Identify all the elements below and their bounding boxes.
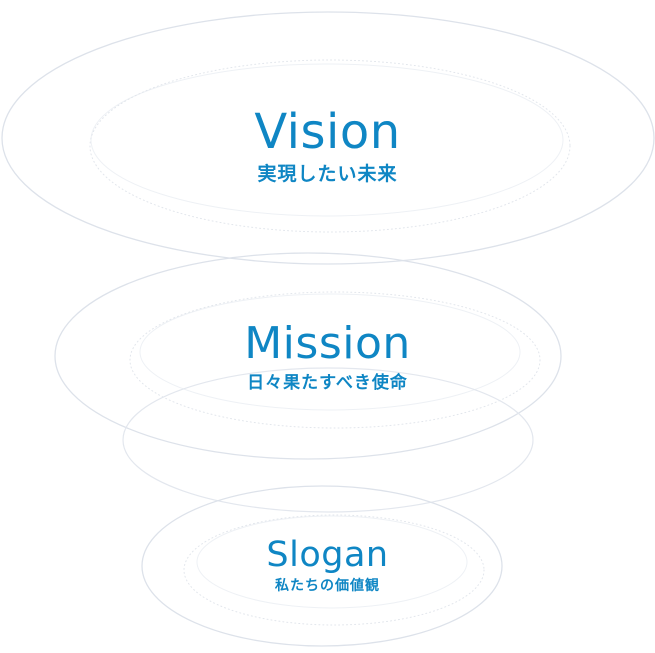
slogan-tier: Slogan 私たちの価値観 [0,535,655,594]
slogan-subtitle: 私たちの価値観 [275,578,380,594]
vision-subtitle: 実現したい未来 [257,163,398,185]
mission-outer-ring [54,252,562,460]
vision-tier: Vision 実現したい未来 [0,108,655,184]
slogan-inner-dotted-ring [183,514,485,626]
mission-inner-dotted-ring [129,291,541,429]
vision-title: Vision [254,104,401,160]
slogan-title: Slogan [266,535,389,575]
mission-subtitle: 日々果たすべき使命 [247,373,408,393]
vision-middle-ring [90,63,564,217]
vision-inner-dotted-ring [89,59,571,233]
slogan-outer-ring [141,485,503,647]
mission-tier: Mission 日々果たすべき使命 [0,322,655,392]
slogan-middle-ring [196,515,468,609]
mission-middle-ring [139,293,521,411]
mission-title: Mission [244,318,411,369]
vision-outer-ring [1,11,655,265]
lower-connecting-ring [122,367,534,513]
